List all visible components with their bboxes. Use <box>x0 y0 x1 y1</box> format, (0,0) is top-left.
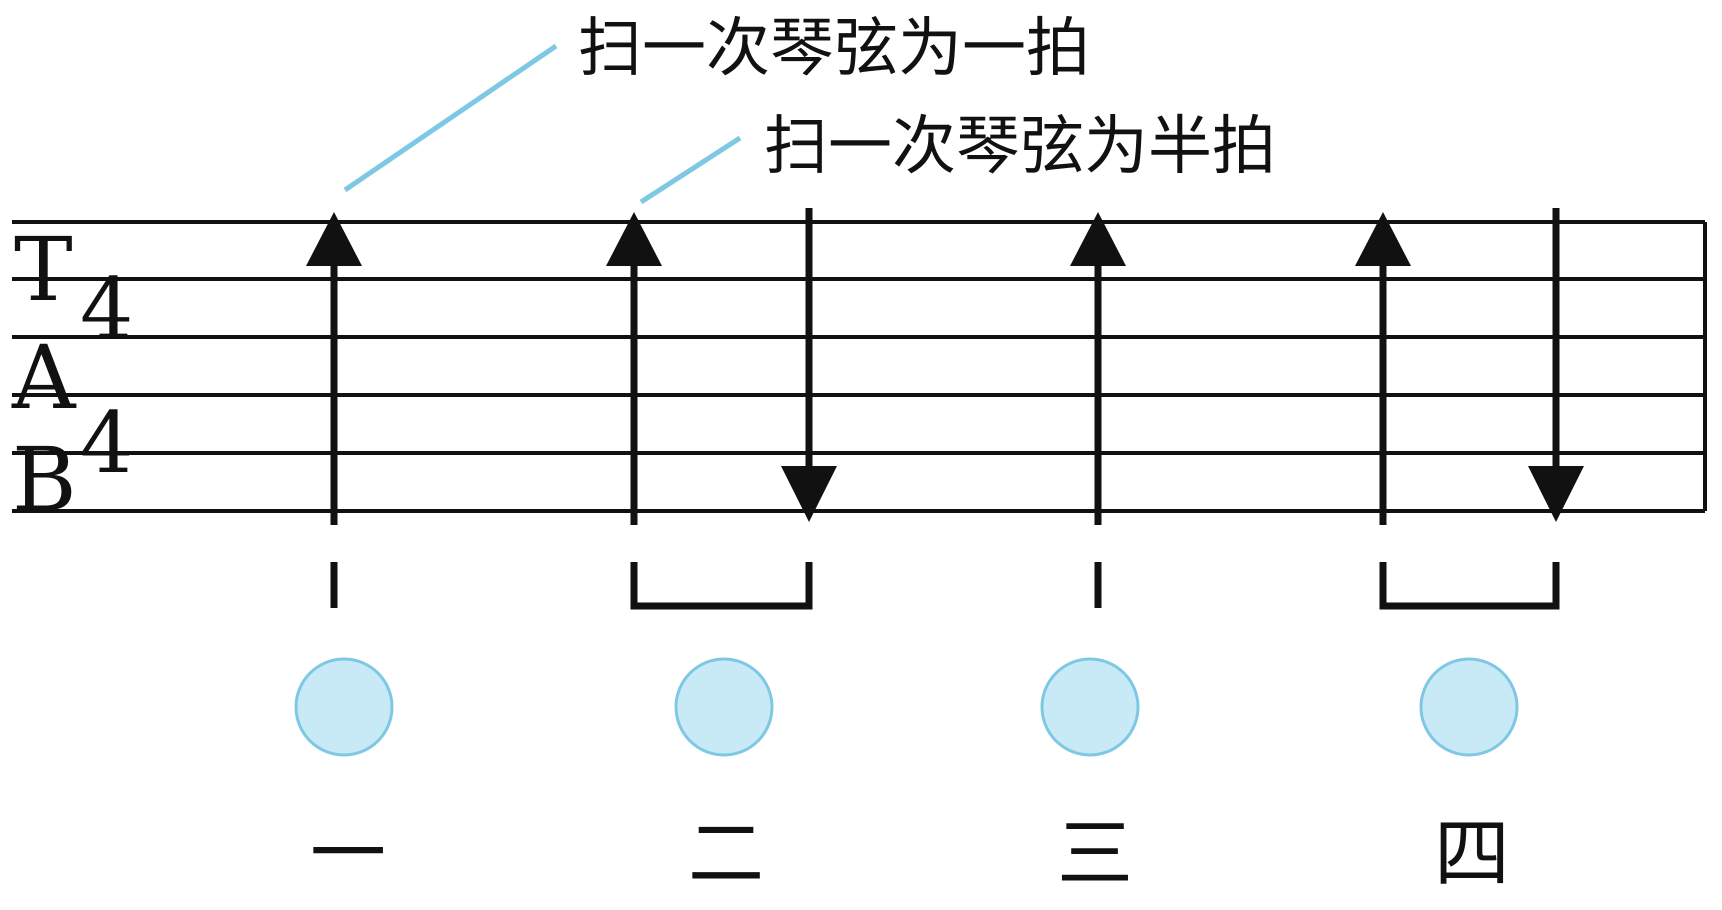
beat-label: 一 <box>310 809 386 898</box>
up-arrow-head <box>1070 212 1126 266</box>
time-signature-top: 4 <box>80 260 133 358</box>
down-arrow-head <box>781 466 837 522</box>
tab-clef-b: B <box>12 428 77 531</box>
beat-label: 四 <box>1434 809 1510 898</box>
down-arrow-head <box>1528 466 1584 522</box>
beat-circle <box>294 657 394 757</box>
tab-staff <box>12 220 1707 513</box>
annotation-leader-line <box>639 135 742 205</box>
up-arrow-head <box>606 212 662 266</box>
tab-clef-t: T <box>14 218 73 321</box>
time-signature-bottom: 4 <box>80 394 133 492</box>
annotation-one-beat: 扫一次琴弦为一拍 <box>578 12 1090 86</box>
beat-circles <box>294 657 1519 757</box>
strum-arrow-down <box>781 208 837 522</box>
strum-arrow-up <box>606 212 662 525</box>
eighth-note-beam <box>630 562 813 610</box>
strum-arrow-up <box>306 212 362 525</box>
up-arrow-head <box>1355 212 1411 266</box>
annotation-half-beat: 扫一次琴弦为半拍 <box>764 110 1276 184</box>
annotation-leader-line <box>343 43 558 193</box>
tab-clef-a: A <box>11 326 77 429</box>
beat-circle <box>1040 657 1140 757</box>
strum-arrow-down <box>1528 208 1584 522</box>
up-arrow-head <box>306 212 362 266</box>
rhythm-notation <box>330 562 1560 610</box>
beat-label: 二 <box>688 809 764 898</box>
beat-label: 三 <box>1057 809 1133 898</box>
strum-arrow-up <box>1355 212 1411 525</box>
eighth-note-beam <box>1379 562 1560 610</box>
strum-arrow-up <box>1070 212 1126 525</box>
beat-circle <box>674 657 774 757</box>
beat-circle <box>1419 657 1519 757</box>
